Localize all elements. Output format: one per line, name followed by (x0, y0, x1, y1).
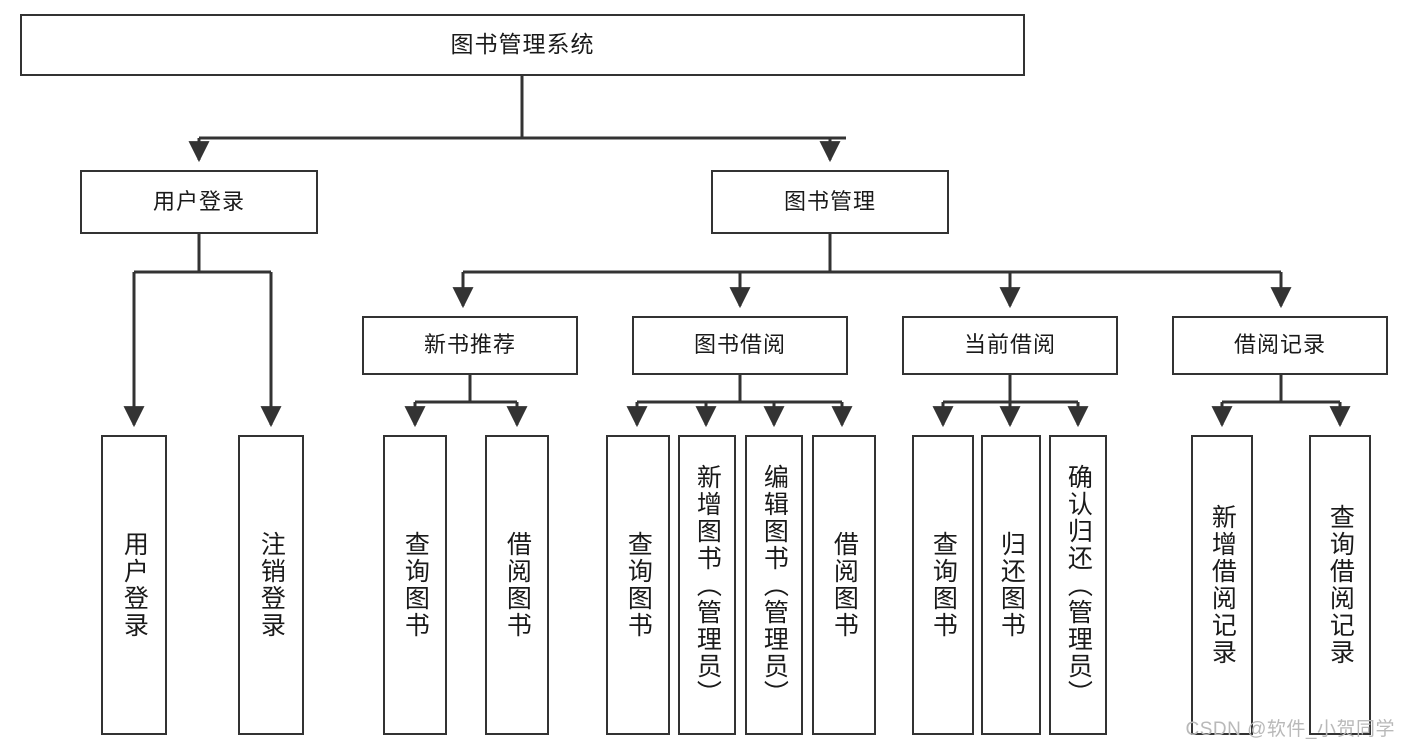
leaf-add-record-label: 新增借阅记录 (1208, 504, 1237, 666)
leaf-user-login-label: 用户登录 (120, 531, 149, 639)
leaf-borrow-book-2[interactable]: 借阅图书 (812, 435, 876, 735)
leaf-query-record-label: 查询借阅记录 (1326, 504, 1355, 666)
leaf-confirm-return-label: 确认归还（管理员） (1064, 463, 1093, 707)
leaf-add-book[interactable]: 新增图书（管理员） (678, 435, 736, 735)
leaf-user-logout-label: 注销登录 (257, 531, 286, 639)
leaf-user-login[interactable]: 用户登录 (101, 435, 167, 735)
node-new-book-recommend-label: 新书推荐 (423, 332, 516, 358)
leaf-add-book-label: 新增图书（管理员） (693, 463, 722, 707)
node-current-borrow[interactable]: 当前借阅 (902, 316, 1118, 375)
leaf-query-book-3-label: 查询图书 (929, 531, 958, 639)
leaf-edit-book-label: 编辑图书（管理员） (760, 463, 789, 707)
leaf-borrow-book-2-label: 借阅图书 (830, 531, 859, 639)
leaf-return-book-label: 归还图书 (997, 531, 1026, 639)
node-current-borrow-label: 当前借阅 (963, 332, 1056, 358)
leaf-edit-book[interactable]: 编辑图书（管理员） (745, 435, 803, 735)
leaf-user-logout[interactable]: 注销登录 (238, 435, 304, 735)
node-new-book-recommend[interactable]: 新书推荐 (362, 316, 578, 375)
node-borrow-record-label: 借阅记录 (1233, 332, 1326, 358)
leaf-query-book-2[interactable]: 查询图书 (606, 435, 670, 735)
node-user-login-label: 用户登录 (152, 188, 245, 214)
leaf-confirm-return[interactable]: 确认归还（管理员） (1049, 435, 1107, 735)
node-book-management-label: 图书管理 (783, 188, 876, 214)
leaf-query-record[interactable]: 查询借阅记录 (1309, 435, 1371, 735)
node-root[interactable]: 图书管理系统 (20, 14, 1025, 76)
leaf-query-book-1[interactable]: 查询图书 (383, 435, 447, 735)
leaf-query-book-2-label: 查询图书 (624, 531, 653, 639)
leaf-query-book-1-label: 查询图书 (401, 531, 430, 639)
watermark: CSDN @软件_小贺同学 (1185, 719, 1395, 740)
node-book-management[interactable]: 图书管理 (711, 170, 949, 234)
node-book-borrow-label: 图书借阅 (693, 332, 786, 358)
node-book-borrow[interactable]: 图书借阅 (632, 316, 848, 375)
leaf-add-record[interactable]: 新增借阅记录 (1191, 435, 1253, 735)
node-root-label: 图书管理系统 (450, 31, 595, 58)
leaf-borrow-book-1[interactable]: 借阅图书 (485, 435, 549, 735)
node-user-login[interactable]: 用户登录 (80, 170, 318, 234)
leaf-return-book[interactable]: 归还图书 (981, 435, 1041, 735)
leaf-borrow-book-1-label: 借阅图书 (503, 531, 532, 639)
node-borrow-record[interactable]: 借阅记录 (1172, 316, 1388, 375)
leaf-query-book-3[interactable]: 查询图书 (912, 435, 974, 735)
